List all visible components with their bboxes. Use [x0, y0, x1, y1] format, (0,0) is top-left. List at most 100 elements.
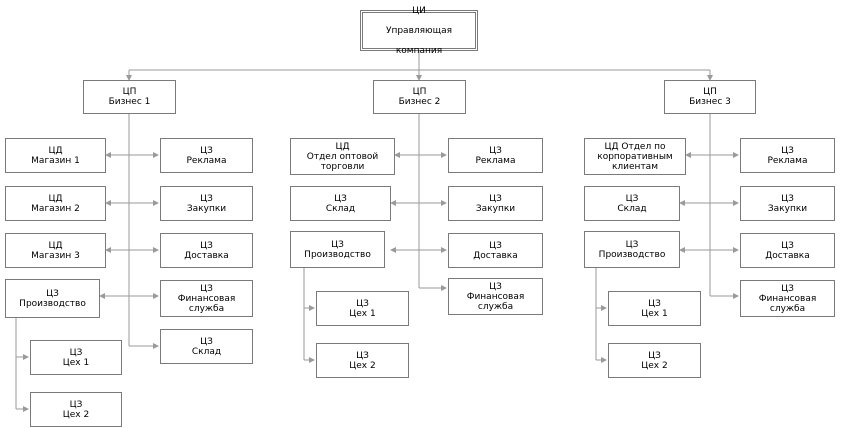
node-code: ЦП	[703, 87, 717, 97]
root-code: ЦИ	[412, 5, 426, 16]
node-label: Бизнес 1	[108, 97, 151, 107]
node-code: ЦП	[412, 87, 427, 97]
node-label: Отдел оптовой	[306, 151, 379, 162]
node-code: ЦД	[48, 193, 63, 204]
node-code: ЦЗ	[489, 145, 502, 156]
node-code: ЦП	[122, 87, 137, 97]
root-node: ЦИ Управляющая компания	[360, 6, 478, 56]
node-code: ЦЗ	[625, 193, 639, 204]
node-code: ЦЗ	[200, 283, 213, 294]
node-code: ЦЗ	[489, 281, 502, 292]
node-code: ЦЗ	[334, 193, 347, 204]
node-label-2: клиентам	[611, 161, 658, 172]
node-code: ЦД Отдел по	[604, 141, 666, 152]
node-label: Цех 2	[349, 360, 376, 371]
node-code: ЦЗ	[625, 239, 639, 250]
node-code: ЦЗ	[46, 288, 59, 299]
node-code: ЦЗ	[69, 399, 83, 410]
node-label-2: служба	[477, 301, 514, 312]
node-code: ЦЗ	[489, 193, 502, 204]
node-code: ЦЗ	[648, 350, 661, 361]
node-label-2: торговли	[320, 161, 365, 172]
root-title: Управляющая	[385, 25, 453, 36]
node-label: Доставка	[184, 250, 229, 261]
node-code: ЦД	[335, 141, 350, 152]
node-label-2: служба	[769, 303, 806, 314]
node-code: ЦЗ	[69, 347, 83, 358]
node-code: ЦЗ	[200, 193, 213, 204]
node-code: ЦЗ	[781, 240, 794, 251]
node-code: ЦЗ	[331, 239, 344, 250]
node-label: Производство	[19, 298, 86, 309]
node-label: Производство	[598, 249, 666, 260]
node-code: ЦЗ	[781, 193, 794, 204]
node-label: Закупки	[475, 203, 516, 214]
node-label: Реклама	[767, 155, 808, 166]
node-label: Закупки	[186, 203, 227, 214]
node-code: ЦЗ	[200, 336, 213, 347]
node-label: Производство	[304, 249, 371, 260]
node-code: ЦЗ	[200, 145, 213, 156]
node-label: Склад	[191, 346, 222, 357]
node-label: Магазин 1	[31, 155, 80, 166]
node-code: ЦД	[48, 240, 63, 251]
node-label: Цех 2	[641, 360, 668, 371]
node-label-2: служба	[188, 303, 225, 314]
node-label: Доставка	[473, 250, 518, 261]
root-title-2: компания	[395, 45, 443, 56]
node-label: Финансовая	[177, 293, 236, 304]
node-label: Реклама	[186, 155, 227, 166]
node-label: Финансовая	[758, 293, 817, 304]
node-label: Закупки	[767, 203, 808, 214]
node-code: ЦЗ	[356, 350, 369, 361]
node-label: Бизнес 3	[689, 97, 731, 107]
node-label: Склад	[325, 203, 356, 214]
node-label: Цех 1	[62, 357, 90, 368]
node-label: Склад	[617, 203, 647, 214]
node-code: ЦЗ	[356, 298, 369, 309]
node-label: Реклама	[475, 155, 516, 166]
node-label: Цех 2	[62, 409, 90, 420]
node-code: ЦЗ	[648, 298, 661, 309]
node-label: Магазин 2	[31, 203, 80, 214]
node-code: ЦЗ	[781, 145, 794, 156]
node-label: корпоративным	[597, 151, 673, 162]
node-label: Финансовая	[466, 291, 525, 302]
node-label: Бизнес 2	[398, 97, 441, 107]
node-label: Цех 1	[349, 308, 376, 319]
node-label: Цех 1	[641, 308, 668, 319]
node-code: ЦЗ	[200, 240, 213, 251]
